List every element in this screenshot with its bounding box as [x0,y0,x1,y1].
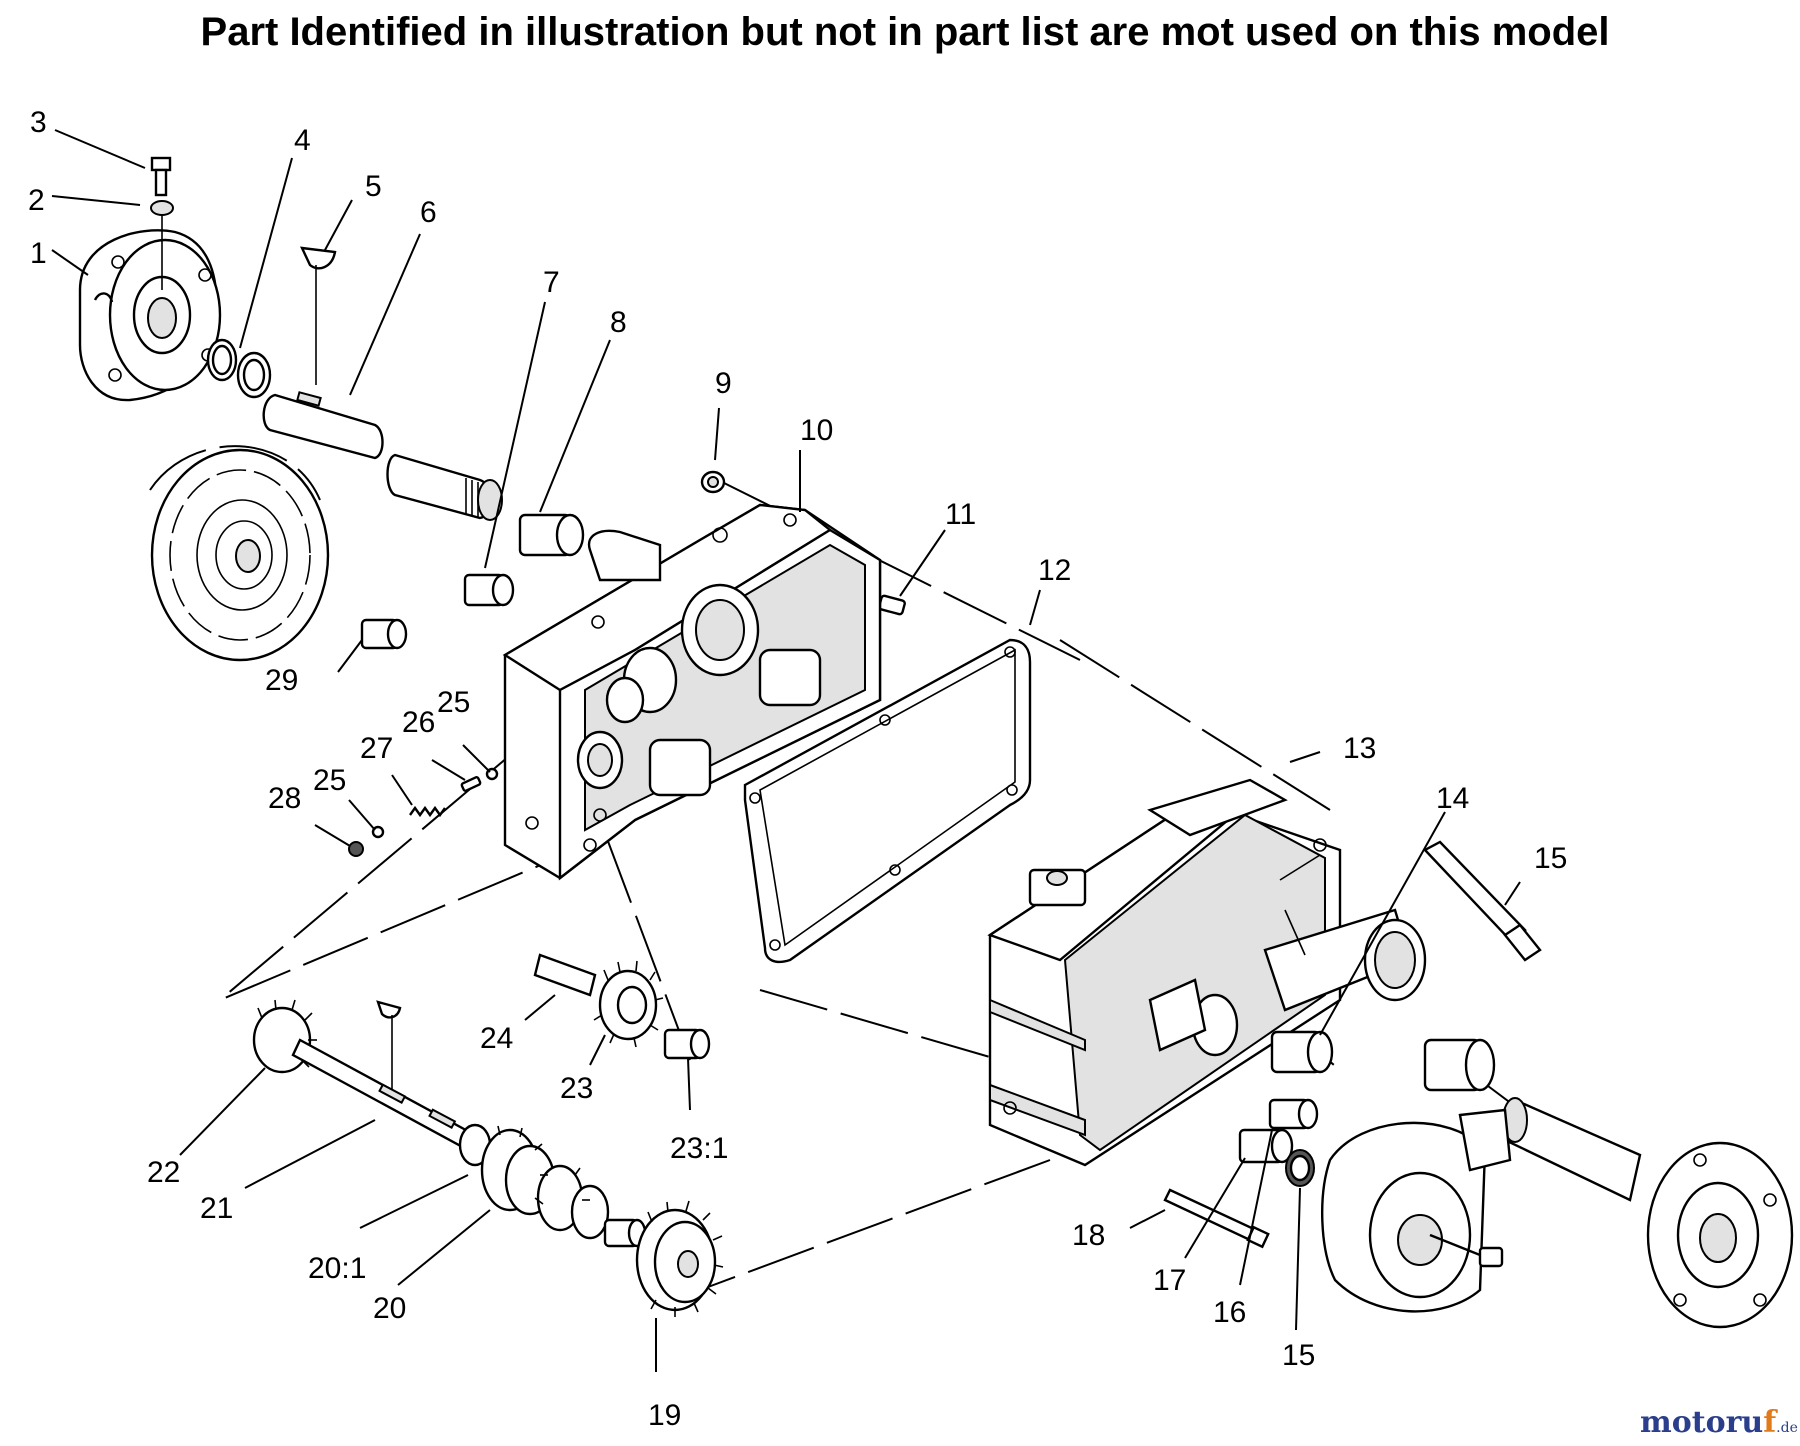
detent-pin-part-26 [460,776,482,792]
callout-1: 1 [30,237,47,270]
watermark-logo: motoruf.de [1640,1405,1798,1440]
svg-text:motoruf.de: motoruf.de [1640,1405,1798,1440]
output-shaft [1502,1097,1642,1202]
assembly-guide-lines [219,479,1561,1291]
idler-gear-part-23 [593,960,664,1048]
drive-gear-part-19 [635,1200,724,1317]
callout-20-1: 20:1 [308,1252,366,1285]
woodruff-key-part-5 [299,246,337,385]
bolt-part-18 [1163,1188,1270,1249]
bushing-part-16 [1268,1098,1319,1130]
callout-labels: 3 2 1 4 5 6 7 8 9 10 11 12 13 14 15 29 2… [28,106,1567,1432]
callout-22: 22 [147,1156,180,1189]
callout-11: 11 [945,498,976,531]
nut-part-9 [700,470,726,494]
callout-25-lower: 25 [313,764,346,797]
brake-assembly [1321,1108,1512,1313]
callout-23-1: 23:1 [670,1132,728,1165]
callout-15-lower: 15 [1282,1339,1315,1372]
bolt-part-3 [150,156,172,197]
callout-29: 29 [265,664,298,697]
callout-6: 6 [420,196,437,229]
plug-part-28 [348,841,364,857]
callout-17: 17 [1153,1264,1186,1297]
callout-18: 18 [1072,1219,1105,1252]
washer-part-2 [150,200,174,290]
idler-shaft-part-24 [533,953,597,997]
seal-ring-part-15-lower [1285,1149,1315,1187]
bolt-part-15-upper [1423,840,1542,962]
gasket-part-12 [743,638,1032,964]
callout-13: 13 [1343,732,1376,765]
bushing-part-29 [360,618,408,650]
callout-8: 8 [610,306,627,339]
gear-case-housing-part-10 [502,503,882,881]
housing-cover-part-13 [987,778,1427,1167]
callout-3: 3 [30,106,47,139]
callout-19: 19 [648,1399,681,1432]
callout-25-upper: 25 [437,686,470,719]
drive-flange-part-1 [78,229,222,402]
dowel-pin-part-11 [878,594,906,616]
bushing-part-20-1 [603,1218,647,1248]
callout-4: 4 [294,124,311,157]
detent-spring-part-27 [409,805,446,818]
callout-10: 10 [800,414,833,447]
callout-7: 7 [543,266,560,299]
callout-26: 26 [402,706,435,739]
callout-27: 27 [360,732,393,765]
bushing-part-8 [518,513,585,557]
bushing-part-14 [1270,1030,1334,1074]
callout-28: 28 [268,782,301,815]
diagram-notice: Part Identified in illustration but not … [201,10,1610,54]
input-shaft-part-6 [262,391,503,521]
countershaft-part-21 [291,1038,477,1152]
callout-24: 24 [480,1022,513,1055]
callout-5: 5 [365,170,382,203]
watermark-brand-part2: f [1763,1405,1778,1440]
callout-16: 16 [1213,1296,1246,1329]
bushing-right [1423,1038,1496,1092]
pulley-wheel [149,445,330,662]
watermark-brand-part1: motoru [1640,1405,1763,1440]
bushing-part-7 [463,573,515,607]
bushing-part-17 [1238,1128,1294,1164]
callout-23: 23 [560,1072,593,1105]
retaining-rings-part-4 [206,338,272,399]
cluster-gear-part-20 [458,1123,610,1240]
callout-2: 2 [28,184,45,217]
callout-21: 21 [200,1192,233,1225]
bushing-part-23-1 [663,1028,711,1060]
watermark-brand-suffix: .de [1776,1420,1798,1436]
callout-14: 14 [1436,782,1469,815]
callout-leaders [51,129,1521,1372]
callout-15-upper: 15 [1534,842,1567,875]
callout-9: 9 [715,367,732,400]
callout-12: 12 [1038,554,1071,587]
key-part-21-top [376,1000,402,1090]
output-flange [1646,1141,1794,1329]
callout-20: 20 [373,1292,406,1325]
